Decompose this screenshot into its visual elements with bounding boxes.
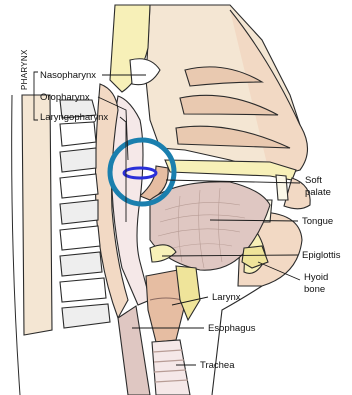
epiglottis-label: Epiglottis xyxy=(302,250,341,261)
esophagus-shape xyxy=(118,306,150,395)
tongue-label: Tongue xyxy=(302,216,333,227)
trachea-shape xyxy=(152,340,190,395)
hyoid-label-1: Hyoid xyxy=(304,272,328,283)
soft-palate-label-2: palate xyxy=(305,187,331,198)
spinal-cord xyxy=(22,95,52,335)
hyoid-label-2: bone xyxy=(304,284,325,295)
trachea-label: Trachea xyxy=(200,360,235,371)
soft-palate-label-1: Soft xyxy=(305,175,322,186)
nasopharynx-label: Nasopharynx xyxy=(40,70,96,81)
upper-tooth xyxy=(276,175,288,200)
oropharynx-label: Oropharynx xyxy=(40,92,90,103)
larynx-label: Larynx xyxy=(212,292,241,303)
laryngopharynx-label: Laryngopharynx xyxy=(40,112,108,123)
pharynx-group-label: PHARYNX xyxy=(20,49,29,90)
esophagus-label: Esophagus xyxy=(208,323,256,334)
neck-back xyxy=(12,95,20,395)
